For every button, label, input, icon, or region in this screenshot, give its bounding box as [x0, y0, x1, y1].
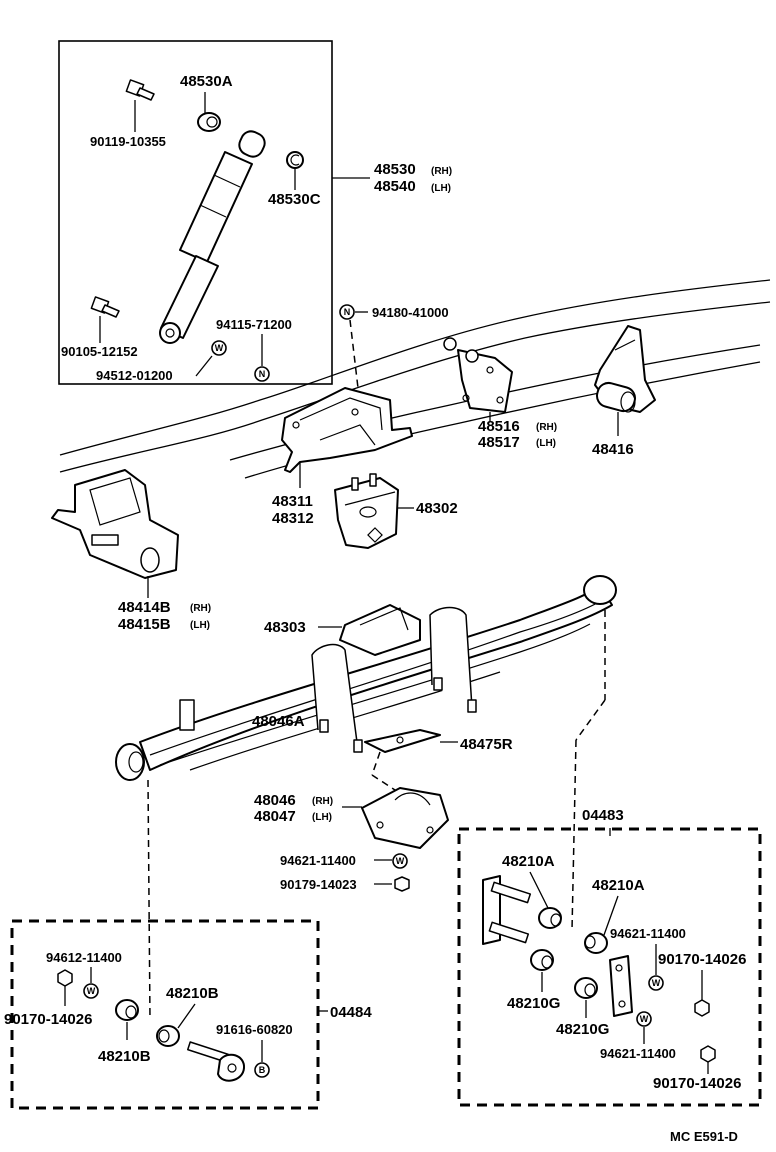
label-shock-rh-suffix: (RH)	[431, 166, 452, 177]
label-seat-lh-suffix: (LH)	[312, 812, 332, 823]
shock-absorber	[159, 130, 266, 344]
svg-text:W: W	[396, 856, 405, 866]
svg-text:W: W	[640, 1014, 649, 1024]
label-front-bracket-lh-suffix: (LH)	[190, 620, 210, 631]
label-cushion-c: 48530C	[268, 191, 321, 208]
pin-bushing-1	[115, 999, 139, 1021]
label-bumper: 48302	[416, 500, 458, 517]
bumper	[334, 473, 399, 549]
label-pin-bushing-1: 48210B	[98, 1048, 151, 1065]
label-leaf-spring: 48046A	[252, 713, 305, 730]
svg-text:N: N	[344, 307, 351, 317]
u-bolts	[311, 606, 477, 753]
shackle-nut-1-icon	[694, 999, 710, 1017]
label-shackle-bushing-g1: 48210G	[507, 995, 560, 1012]
shackle-plate	[482, 875, 532, 945]
label-spring-nut: 90179-14023	[280, 877, 357, 892]
shackle-bushing-a2	[584, 932, 608, 954]
label-bolt-upper: 90119-10355	[90, 134, 166, 149]
label-pin-washer: 94612-11400	[46, 950, 122, 965]
label-top-nut: 94180-41000	[372, 305, 449, 320]
spring-nut-icon	[394, 876, 410, 892]
spacer	[339, 604, 421, 656]
label-bracket-rh-suffix: (RH)	[536, 422, 557, 433]
label-spring-washer: 94621-11400	[280, 853, 356, 868]
spring-bracket	[443, 337, 513, 413]
shackle-nut-2-icon	[700, 1045, 716, 1063]
shackle-side-plate	[609, 955, 633, 1017]
label-shackle-bushing-a1: 48210A	[502, 853, 555, 870]
label-pin-nut: 90170-14026	[4, 1011, 92, 1028]
label-seat-rh-suffix: (RH)	[312, 796, 333, 807]
label-nut: 94115-71200	[216, 317, 292, 332]
label-cushion-a: 48530A	[180, 73, 233, 90]
label-bracket-rh: 48516	[478, 418, 520, 435]
spring-washer-symbol: W	[392, 853, 408, 869]
pin-nut-icon	[57, 969, 73, 987]
pin-bushing-2	[156, 1025, 180, 1047]
shackle-bushing-g2	[574, 977, 598, 999]
label-pin-kit: 04484	[330, 1004, 372, 1021]
svg-text:W: W	[652, 978, 661, 988]
label-bolt-lower: 90105-12152	[61, 344, 138, 359]
cushion-48530a	[197, 112, 221, 132]
svg-text:N: N	[259, 369, 266, 379]
label-shackle-washer-1: 94621-11400	[610, 926, 686, 941]
label-washer: 94512-01200	[96, 368, 173, 383]
bolt-lower	[90, 296, 120, 318]
label-spacer: 48303	[264, 619, 306, 636]
label-shackle-bushing-a2: 48210A	[592, 877, 645, 894]
label-shackle-kit: 04483	[582, 807, 624, 824]
shackle-washer-1-symbol: W	[648, 975, 664, 991]
label-shock-lh: 48540	[374, 178, 416, 195]
nut-symbol: N	[254, 366, 270, 382]
label-front-bracket-rh-suffix: (RH)	[190, 603, 211, 614]
label-seat-rh: 48046	[254, 792, 296, 809]
pin-washer-symbol: W	[83, 983, 99, 999]
label-shackle-nut-1: 90170-14026	[658, 951, 746, 968]
shackle-washer-2-symbol: W	[636, 1011, 652, 1027]
label-bumper-bracket-b: 48312	[272, 510, 314, 527]
pin-bolt-symbol: B	[254, 1062, 270, 1078]
shackle-bushing-g1	[530, 949, 554, 971]
label-shock-rh: 48530	[374, 161, 416, 178]
bolt-upper	[125, 79, 155, 101]
label-hanger: 48416	[592, 441, 634, 458]
label-bracket-lh-suffix: (LH)	[536, 438, 556, 449]
label-shackle-nut-2: 90170-14026	[653, 1075, 741, 1092]
bumper-bracket	[281, 387, 413, 473]
plate	[364, 729, 441, 753]
spring-seat	[361, 787, 449, 849]
washer-symbol: W	[211, 340, 227, 356]
top-nut-symbol: N	[339, 304, 355, 320]
label-front-bracket-rh: 48414B	[118, 599, 171, 616]
spring-hanger	[594, 325, 656, 413]
label-front-bracket-lh: 48415B	[118, 616, 171, 633]
svg-text:W: W	[215, 343, 224, 353]
front-bracket	[51, 469, 179, 579]
pin-bolt	[186, 1041, 246, 1082]
svg-text:B: B	[259, 1065, 266, 1075]
svg-text:W: W	[87, 986, 96, 996]
diagram-code: MC E591-D	[670, 1129, 738, 1144]
label-bumper-bracket-a: 48311	[272, 493, 313, 510]
label-shackle-bushing-g2: 48210G	[556, 1021, 609, 1038]
label-seat-lh: 48047	[254, 808, 296, 825]
pin-kit-box	[10, 919, 320, 1110]
label-bracket-lh: 48517	[478, 434, 520, 451]
shock-absorber-box	[58, 40, 333, 385]
label-pin-bolt: 91616-60820	[216, 1022, 293, 1037]
label-plate: 48475R	[460, 736, 513, 753]
shackle-bushing-a1	[538, 907, 562, 929]
cushion-48530c	[286, 151, 304, 169]
label-shock-lh-suffix: (LH)	[431, 183, 451, 194]
label-pin-bushing-2: 48210B	[166, 985, 219, 1002]
label-shackle-washer-2: 94621-11400	[600, 1046, 676, 1061]
